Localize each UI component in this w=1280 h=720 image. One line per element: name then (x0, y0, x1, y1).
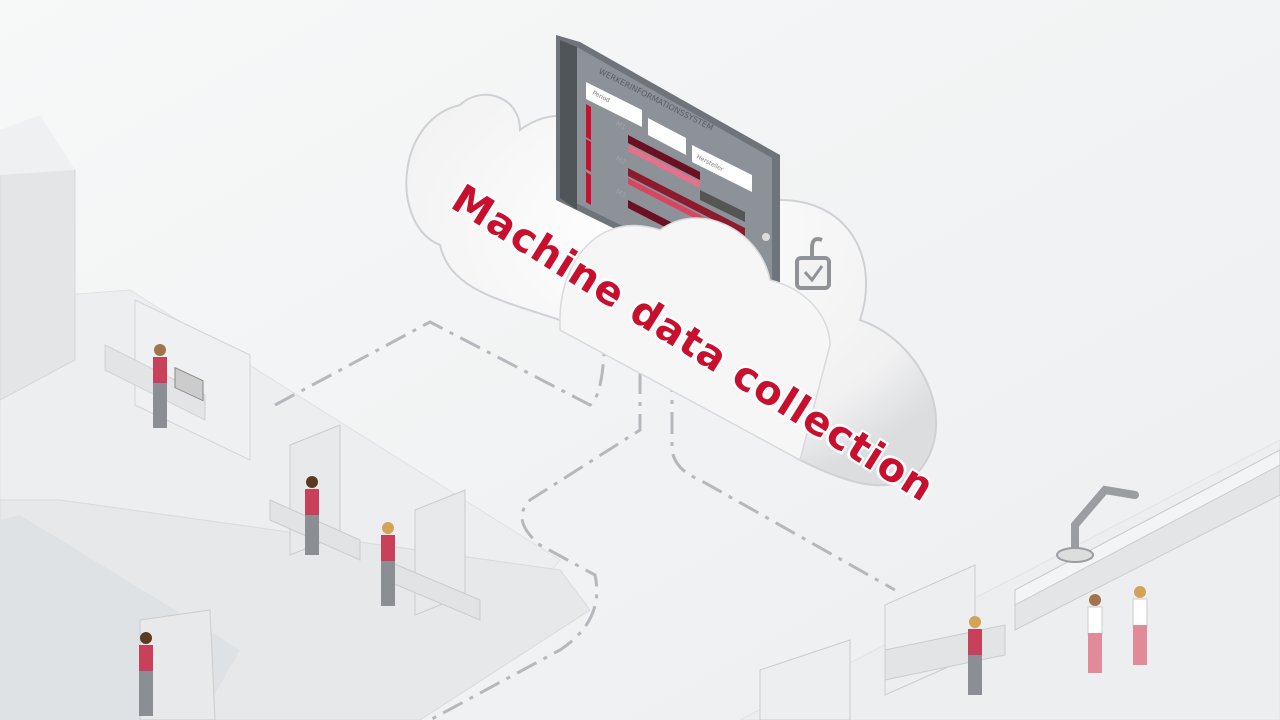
workstation (759, 639, 851, 720)
cloud-front (559, 217, 831, 462)
machine-label-m1: M1 (614, 120, 627, 132)
conveyor-belt (1014, 449, 1280, 631)
unlocked-padlock-icon (795, 237, 831, 290)
machine-label-m2: M2 (614, 155, 627, 167)
workstation (384, 489, 481, 621)
worker-figures (139, 344, 1148, 716)
robot-arm (1056, 485, 1139, 563)
machine-label-m3: M3 (614, 188, 627, 200)
workstations (104, 299, 1280, 720)
